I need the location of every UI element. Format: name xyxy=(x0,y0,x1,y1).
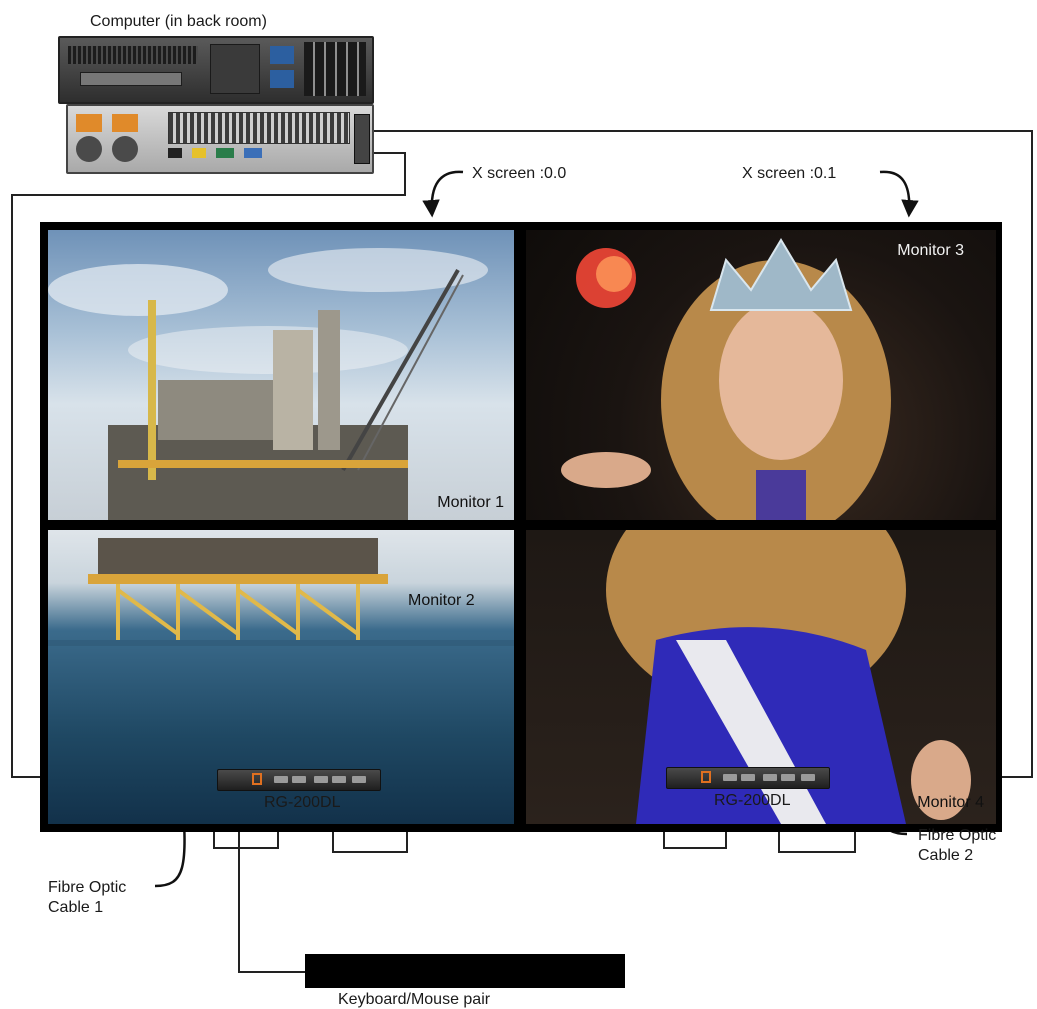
fibre-port-right xyxy=(701,771,711,783)
monitor-2-label: Monitor 2 xyxy=(408,592,475,609)
server-front-panel xyxy=(58,36,374,104)
portrait-illustration-top xyxy=(561,238,891,520)
fibre-cable-2-label-line2: Cable 2 xyxy=(918,847,974,864)
keyboard-mouse-label: Keyboard/Mouse pair xyxy=(338,991,491,1008)
kbd-mouse-cable xyxy=(238,784,305,973)
monitor-2: Monitor 2 xyxy=(48,530,514,824)
fibre-cable-1-label-line2: Cable 1 xyxy=(48,899,104,916)
monitor-1-label: Monitor 1 xyxy=(437,494,504,511)
monitor-1: Monitor 1 xyxy=(48,230,514,520)
rg-200dl-right-label: RG-200DL xyxy=(714,792,791,809)
server-back-panel xyxy=(66,104,374,174)
arrow-screen-1 xyxy=(879,170,919,218)
fibre-cable-1-label-line1: Fibre Optic xyxy=(48,879,127,896)
rg-200dl-left xyxy=(217,769,381,791)
monitor-3: Monitor 3 xyxy=(526,230,996,520)
monitor-3-label: Monitor 3 xyxy=(897,242,964,259)
keyboard-mouse-block xyxy=(305,954,625,988)
arrow-screen-0 xyxy=(422,170,464,218)
oil-platform-illustration xyxy=(48,248,488,520)
fibre-port-left xyxy=(252,773,262,785)
rg-200dl-left-label: RG-200DL xyxy=(264,794,341,811)
fibre-cable-2-label-line1: Fibre Optic xyxy=(918,827,997,844)
computer-label: Computer (in back room) xyxy=(90,13,267,30)
sea-platform-illustration xyxy=(48,538,514,646)
x-screen-0-label: X screen :0.0 xyxy=(472,165,567,182)
monitor-4-label: Monitor 4 xyxy=(917,794,984,811)
rg-200dl-right xyxy=(666,767,830,789)
x-screen-1-label: X screen :0.1 xyxy=(742,165,837,182)
